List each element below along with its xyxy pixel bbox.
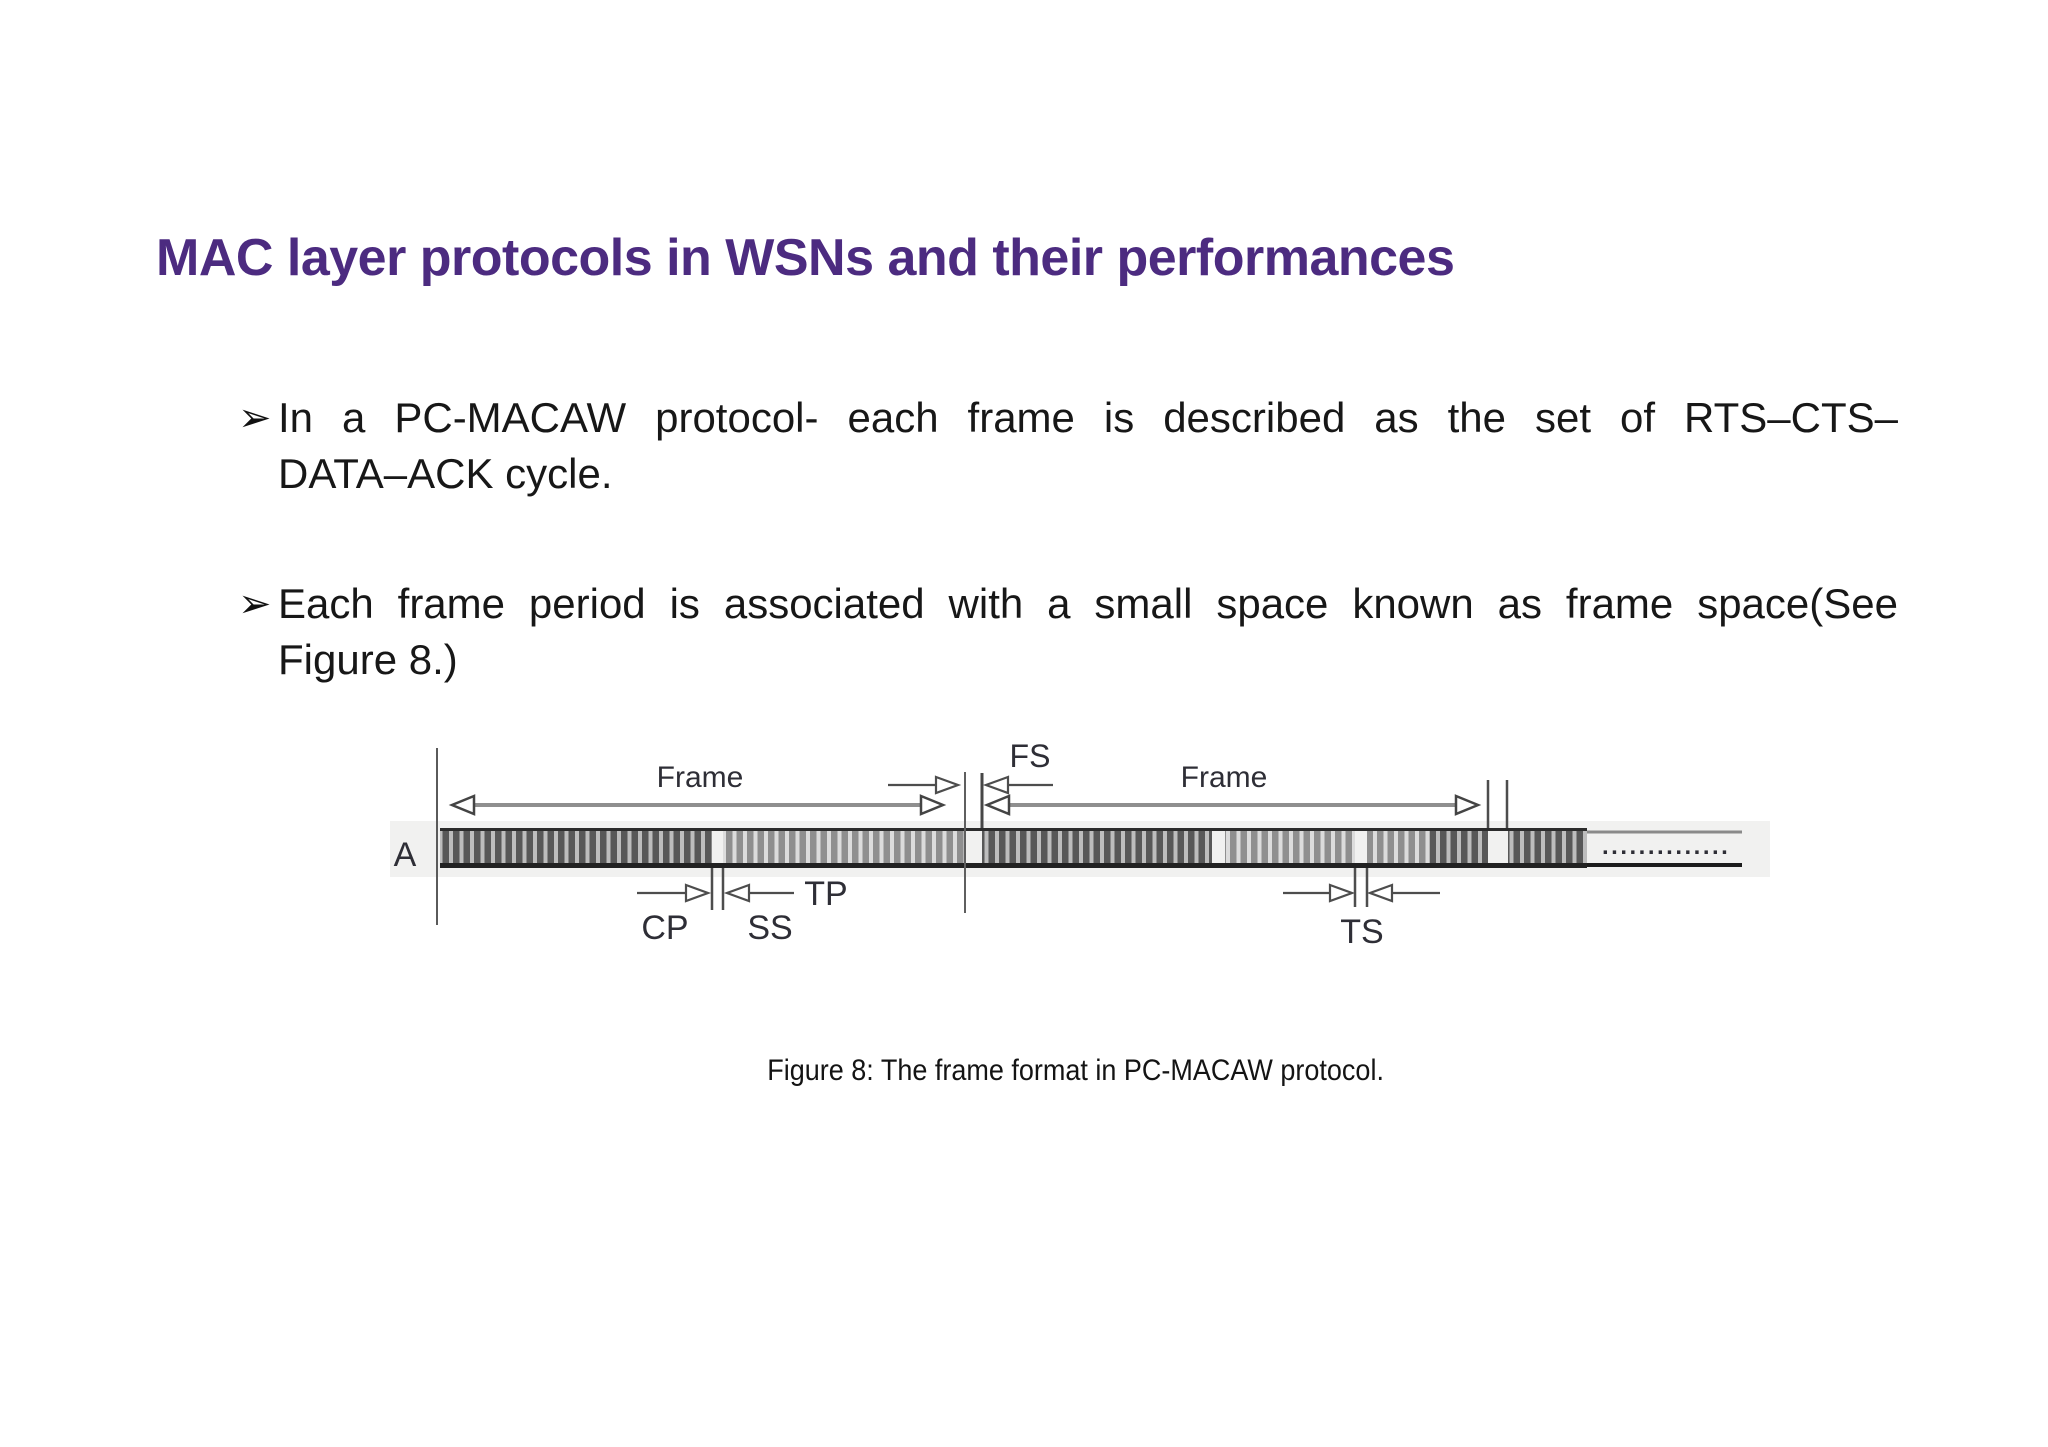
bullet-2-line-1: Each frame period is associated with a s…	[278, 580, 1898, 627]
frame-format-diagram: A ..............	[390, 738, 1770, 951]
slotted-bar	[440, 828, 1587, 868]
ts-measure-arrows	[1283, 883, 1440, 903]
frame2-extent-arrow	[983, 794, 1482, 816]
slide-title: MAC layer protocols in WSNs and their pe…	[156, 229, 1455, 287]
bullet-item-1: ➢ In a PC-MACAW protocol- each frame is …	[238, 390, 1898, 502]
frame1-extent-arrow	[448, 794, 947, 816]
tp-label: TP	[804, 875, 847, 913]
bullet-1-text: In a PC-MACAW protocol- each frame is de…	[278, 390, 1898, 502]
continuation-channel: ..............	[1587, 830, 1742, 867]
frame1-label: Frame	[657, 761, 744, 794]
cp-label: CP	[641, 909, 688, 947]
bullet-item-2: ➢ Each frame period is associated with a…	[238, 576, 1898, 688]
ts-label: TS	[1340, 913, 1383, 951]
node-a-label: A	[394, 836, 417, 874]
ss-label: SS	[747, 909, 792, 947]
figure-caption: Figure 8: The frame format in PC-MACAW p…	[767, 1054, 1385, 1087]
figure-caption-row: Figure 8: The frame format in PC-MACAW p…	[0, 1054, 2048, 1088]
cp-ss-measure-arrows	[637, 883, 794, 903]
bullet-2-text: Each frame period is associated with a s…	[278, 576, 1898, 688]
bullet-arrow-icon: ➢	[238, 395, 272, 441]
fs-measure-arrows	[888, 775, 1053, 795]
continuation-dots: ..............	[1602, 833, 1730, 860]
fs-label: FS	[1010, 738, 1051, 774]
frame2-label: Frame	[1181, 761, 1268, 794]
bullet-1-line-1: In a PC-MACAW protocol- each frame is de…	[278, 394, 1898, 441]
bullet-arrow-icon: ➢	[238, 581, 272, 627]
bullet-1-line-2: DATA–ACK cycle.	[278, 450, 613, 497]
bullet-2-line-2: Figure 8.)	[278, 636, 458, 683]
